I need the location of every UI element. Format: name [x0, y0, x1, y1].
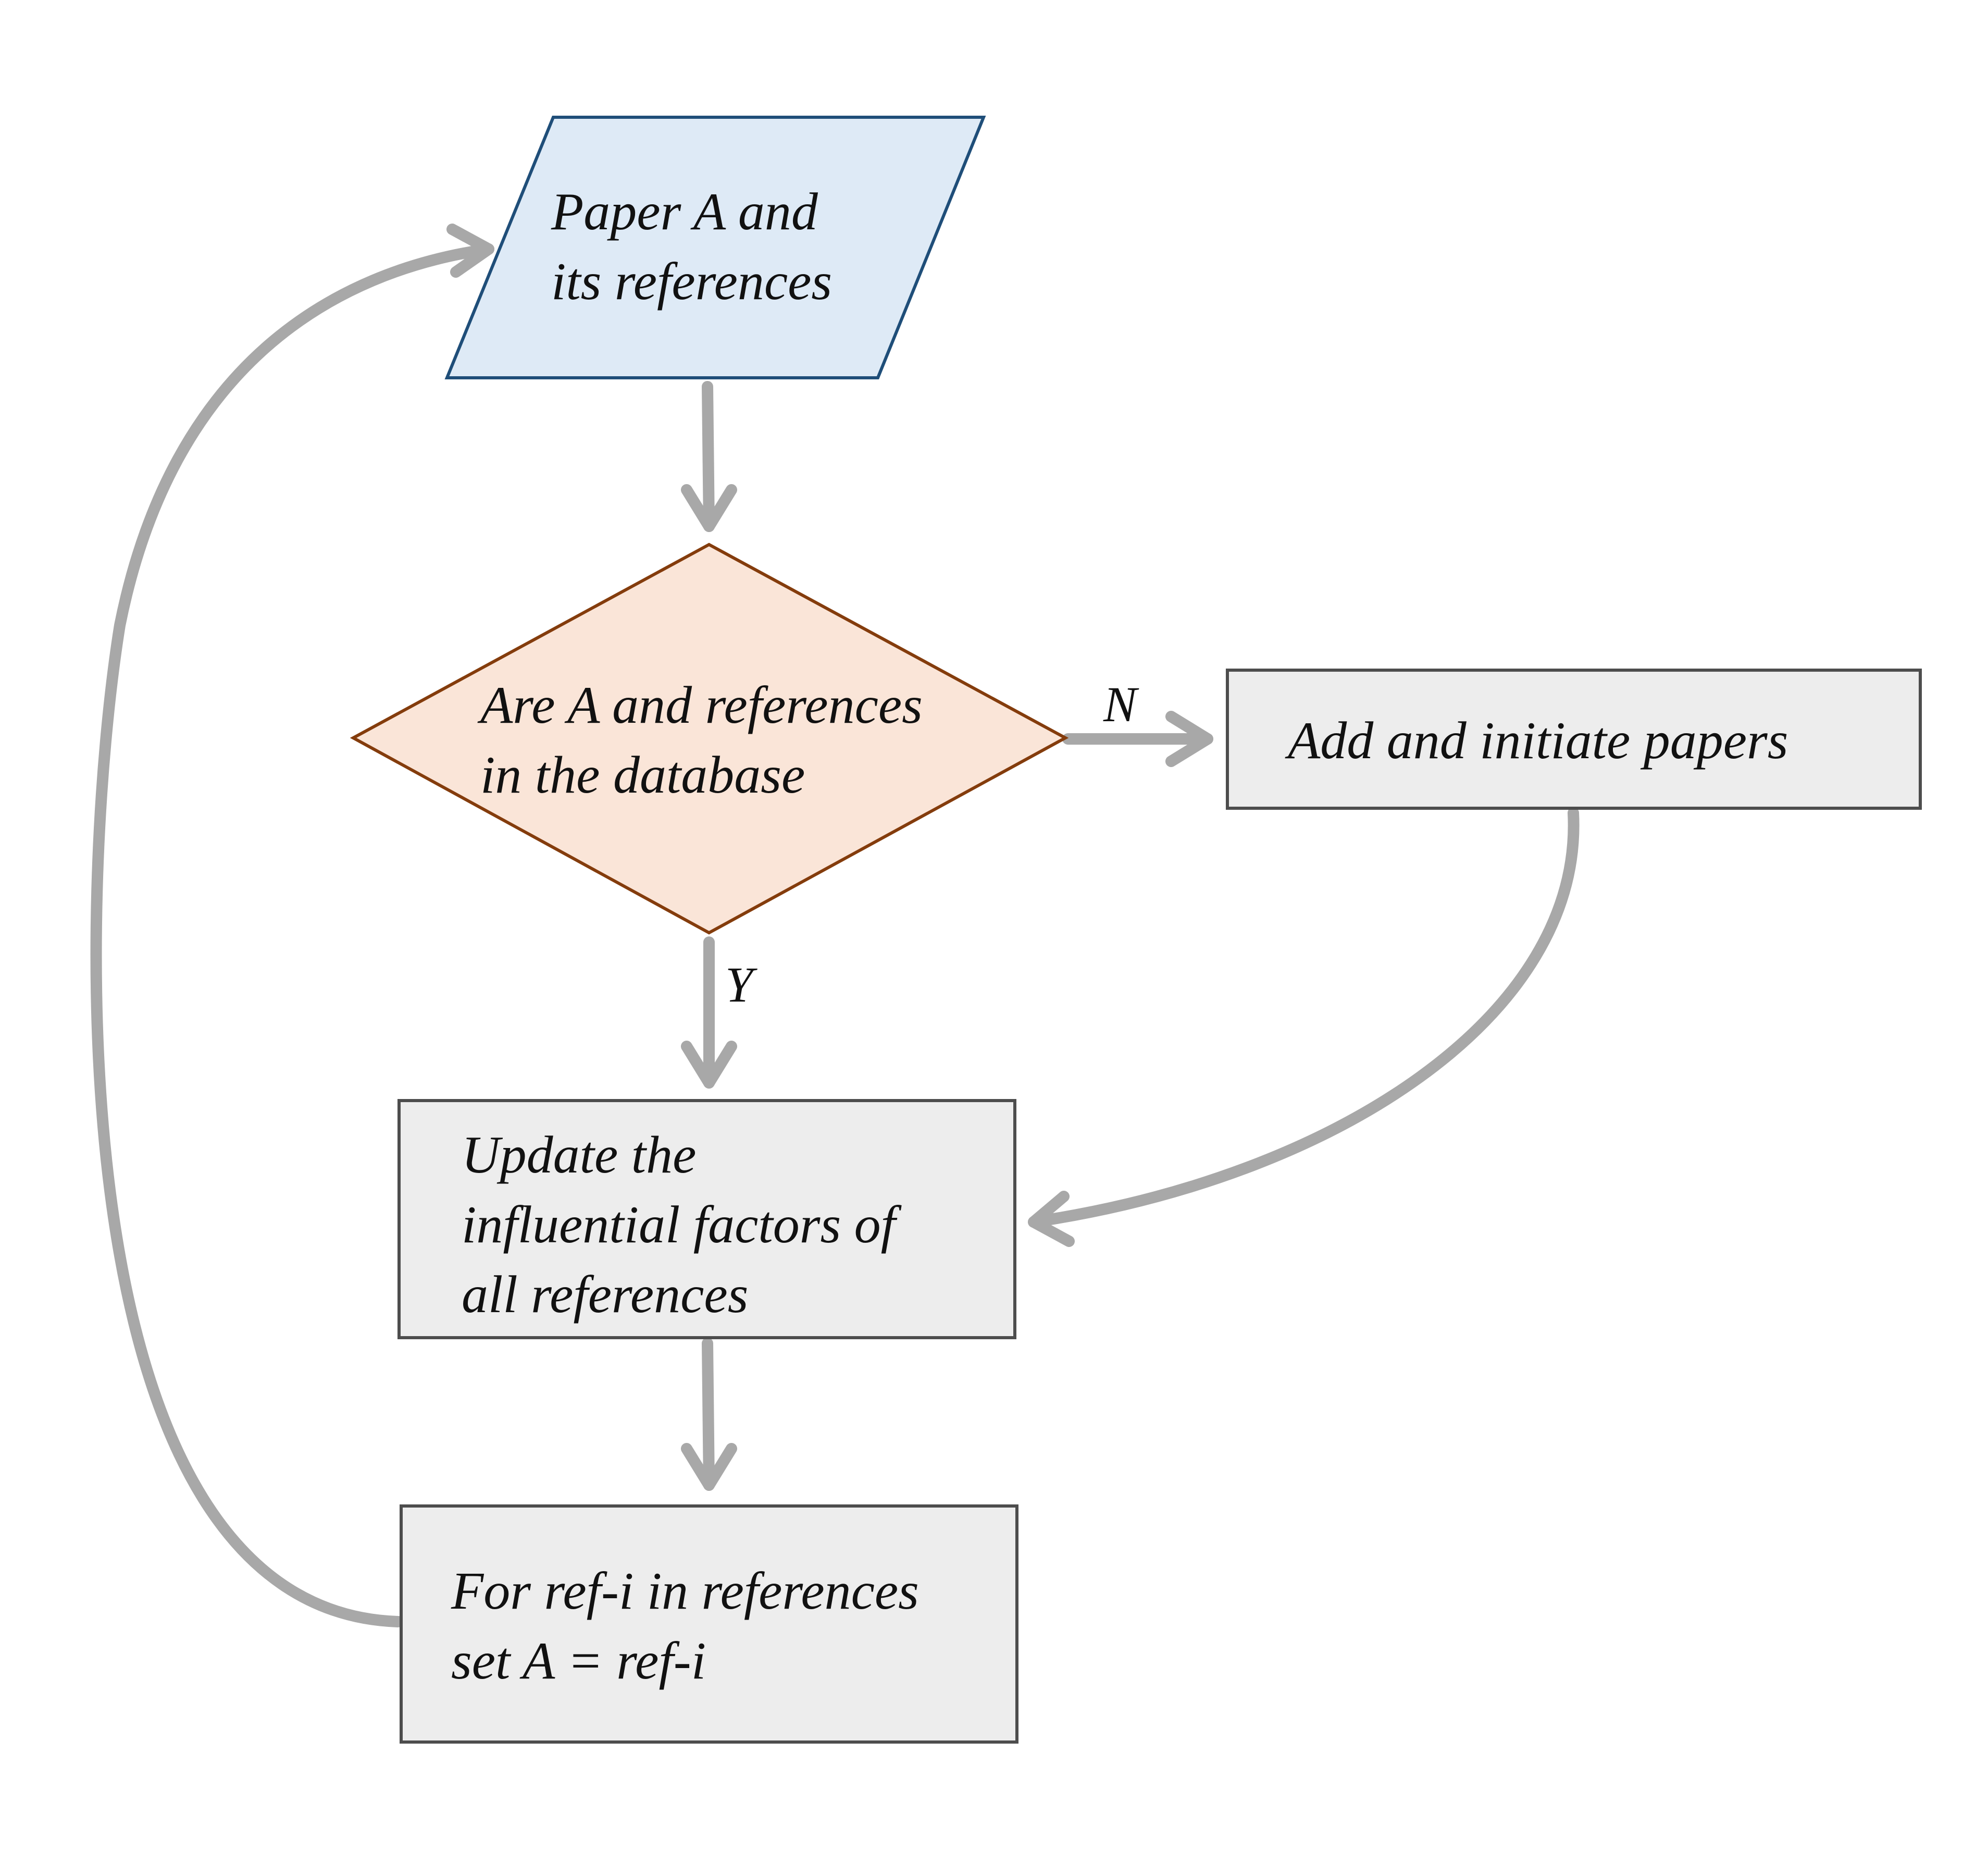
- decision-label: Are A and references in the database: [477, 676, 936, 805]
- edge-decision-to-add: N: [1062, 676, 1213, 767]
- edge-add-to-update-line: [1028, 807, 1580, 1228]
- edge-label-y: Y: [725, 957, 757, 1013]
- node-loop: For ref-i in references set A = ref-i: [400, 1504, 1018, 1744]
- decision-diamond: [350, 542, 1069, 935]
- update-label: Update the influential factors of all re…: [462, 1126, 909, 1324]
- edge-loop-to-input-line: [90, 243, 494, 1627]
- loop-box: [400, 1504, 1018, 1744]
- decision-label-line-2: in the database: [480, 746, 805, 805]
- node-decision: Are A and references in the database: [350, 542, 1069, 935]
- add-label-line-1: Add and initiate papers: [1285, 711, 1788, 770]
- input-label: Paper A and its references: [551, 182, 832, 311]
- loop-label: For ref-i in references set A = ref-i: [451, 1562, 932, 1690]
- edge-update-to-loop: [681, 1338, 737, 1491]
- edge-decision-to-add-head: [1165, 711, 1213, 767]
- edge-label-n: N: [1103, 676, 1139, 732]
- edge-loop-to-input-head: [446, 224, 494, 278]
- node-input: Paper A and its references: [444, 116, 986, 379]
- node-add: Add and initiate papers: [1226, 669, 1922, 810]
- edge-add-to-update-head: [1028, 1191, 1075, 1247]
- edge-decision-to-update-head: [681, 1041, 737, 1089]
- add-papers-box: [1226, 669, 1922, 810]
- edge-input-to-decision-line: [702, 381, 715, 532]
- edge-loop-to-input: [90, 224, 494, 1627]
- edge-add-to-update: [1028, 807, 1580, 1247]
- edge-input-to-decision-head: [681, 484, 737, 532]
- loop-label-line-1: For ref-i in references: [451, 1562, 919, 1621]
- edge-update-to-loop-head: [681, 1443, 737, 1491]
- update-label-line-3: all references: [462, 1265, 748, 1324]
- edge-update-to-loop-line: [702, 1338, 715, 1491]
- loop-label-line-2: set A = ref-i: [451, 1632, 706, 1690]
- update-factors-box: [397, 1099, 1016, 1339]
- node-update: Update the influential factors of all re…: [397, 1099, 1016, 1339]
- decision-label-line-1: Are A and references: [477, 676, 923, 735]
- edge-input-to-decision: [681, 381, 737, 532]
- edge-decision-to-update: Y: [681, 936, 757, 1089]
- input-label-line-1: Paper A and: [551, 182, 818, 241]
- input-parallelogram: [444, 116, 986, 379]
- add-label: Add and initiate papers: [1285, 711, 1788, 770]
- update-label-line-2: influential factors of: [462, 1195, 902, 1254]
- update-label-line-1: Update the: [462, 1126, 696, 1184]
- input-label-line-2: its references: [551, 252, 832, 311]
